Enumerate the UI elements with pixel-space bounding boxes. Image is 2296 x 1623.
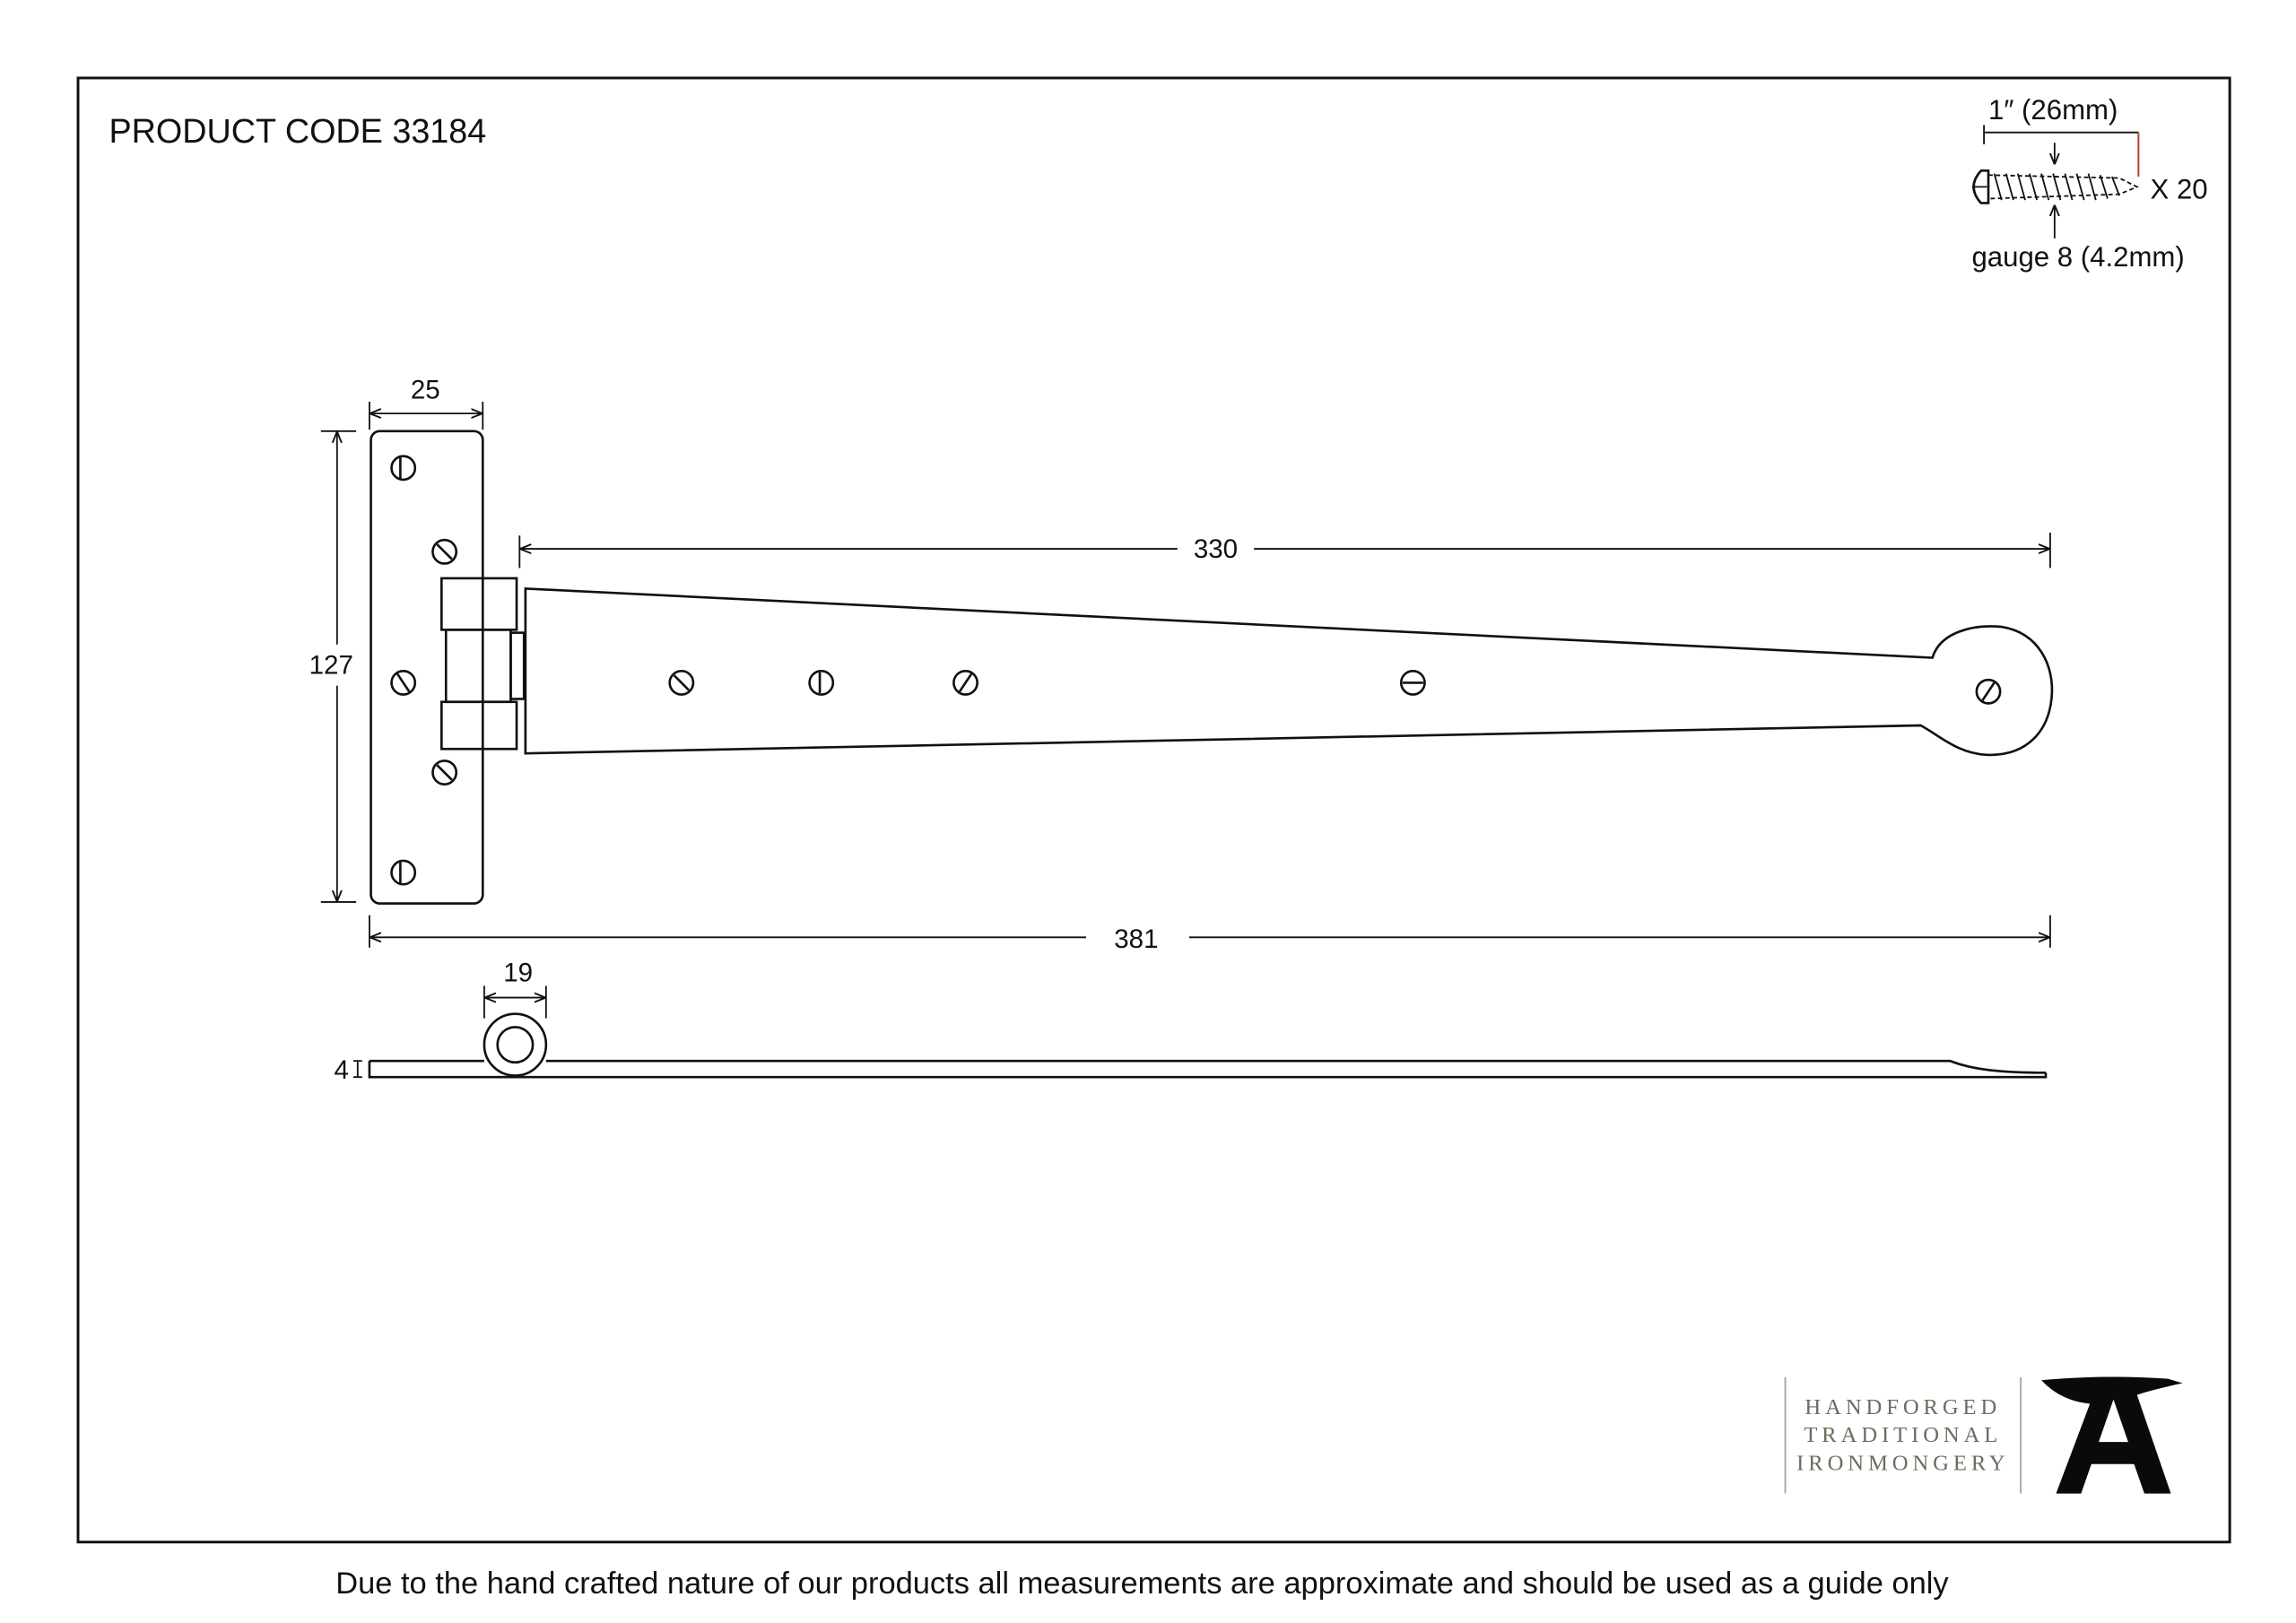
dimension-label: 25 (411, 376, 440, 405)
screw-hole-icon (1975, 678, 2002, 705)
hinge-knuckles (440, 577, 526, 751)
screw-gauge-label: gauge 8 (4.2mm) (1971, 241, 2184, 273)
dimension-label: 127 (309, 651, 353, 681)
anvil-icon (2041, 1376, 2183, 1494)
screw-hole-icon (668, 669, 695, 696)
product-code: PRODUCT CODE 33184 (109, 112, 486, 150)
dimension-label: 330 (1194, 534, 1238, 564)
logo-text: TRADITIONAL (1804, 1423, 2002, 1447)
hinge-strap (524, 587, 2054, 757)
dimension-label: 4 (335, 1055, 349, 1085)
dimension-25: 25 (369, 376, 484, 430)
screw-quantity: X 20 (2151, 174, 2208, 205)
logo-text: HANDFORGED (1805, 1395, 2001, 1419)
screw-spec: 1″ (26mm) X 20 gauge 8 (4.2mm) (1971, 94, 2207, 273)
screw-hole-icon (952, 669, 978, 696)
dimension-330: 330 (518, 533, 2051, 568)
logo-text: IRONMONGERY (1796, 1451, 2009, 1475)
screw-hole-icon (390, 859, 417, 886)
screw-hole-icon (390, 455, 417, 482)
screw-hole-icon (431, 759, 458, 785)
screw-icon (1971, 169, 2139, 204)
disclaimer-footer: Due to the hand crafted nature of our pr… (335, 1567, 1949, 1601)
screw-hole-icon (390, 669, 417, 696)
dimension-127: 127 (309, 430, 357, 903)
screw-hole-icon (431, 538, 458, 565)
dimension-label: 381 (1114, 924, 1158, 954)
hinge-plate (370, 430, 484, 905)
dimension-381: 381 (369, 915, 2051, 954)
hinge-side-view: 19 4 (335, 959, 2048, 1085)
brand-logo: HANDFORGED TRADITIONAL IRONMONGERY (1784, 1376, 2183, 1494)
screw-hole-icon (1399, 669, 1426, 696)
screw-length-label: 1″ (26mm) (1988, 94, 2118, 126)
drawing-border (76, 76, 2231, 1544)
dimension-label: 19 (503, 959, 533, 988)
screw-hole-icon (808, 669, 835, 696)
